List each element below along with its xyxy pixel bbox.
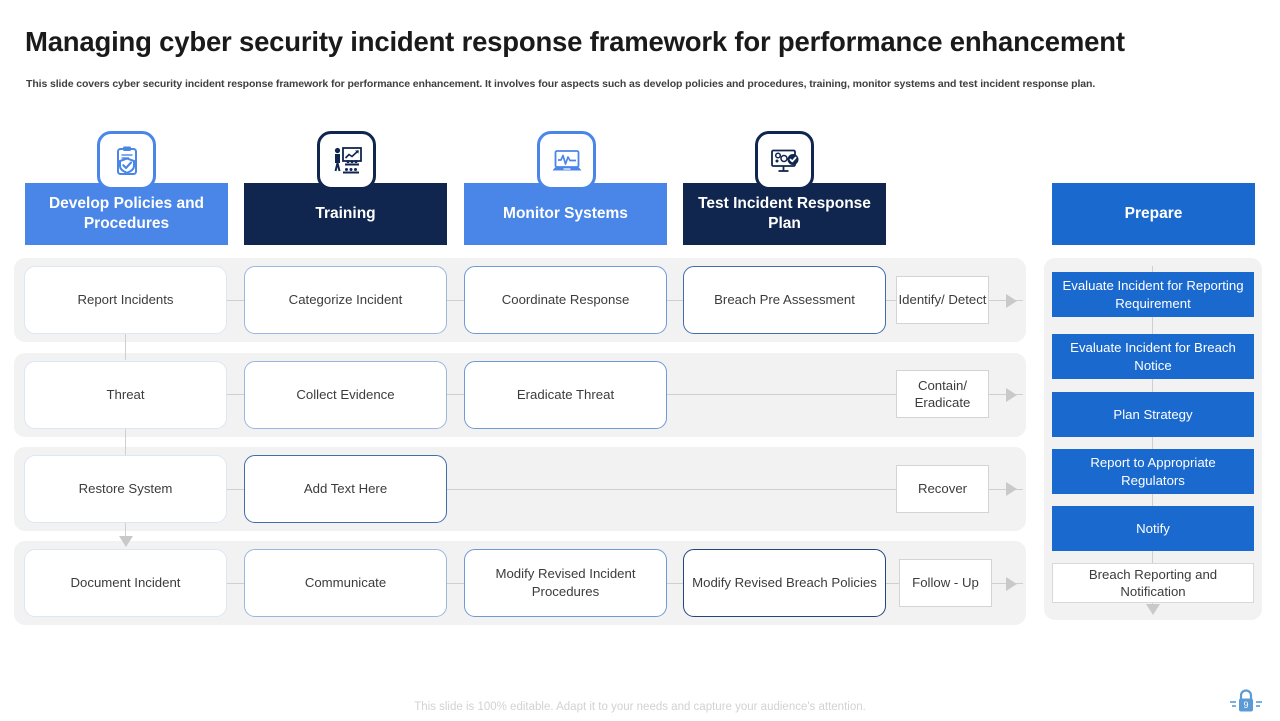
prepare-item[interactable]: Evaluate Incident for Reporting Requirem…	[1052, 272, 1254, 317]
logo-number: 9	[1243, 700, 1248, 710]
connector-line	[885, 300, 897, 301]
step-box[interactable]: Modify Revised Incident Procedures	[464, 549, 667, 617]
step-box[interactable]: Breach Pre Assessment	[683, 266, 886, 334]
stage-label-recover: Recover	[896, 465, 989, 513]
laptop-monitoring-icon	[537, 131, 596, 190]
step-box[interactable]: Add Text Here	[244, 455, 447, 523]
step-box[interactable]: Threat	[24, 361, 227, 429]
connector-line	[226, 583, 246, 584]
connector-line	[665, 583, 685, 584]
connector-line-vertical	[125, 429, 126, 455]
prepare-item[interactable]: Breach Reporting and Notification	[1052, 563, 1254, 603]
stage-label-follow-up: Follow - Up	[899, 559, 992, 607]
connector-line-vertical	[125, 334, 126, 360]
clipboard-shield-icon	[97, 131, 156, 190]
step-box[interactable]: Eradicate Threat	[464, 361, 667, 429]
padlock-logo-icon: 9	[1226, 686, 1266, 716]
stage-label-contain-eradicate: Contain/ Eradicate	[896, 370, 989, 418]
connector-line	[226, 394, 246, 395]
prepare-item[interactable]: Notify	[1052, 506, 1254, 551]
page-subtitle: This slide covers cyber security inciden…	[26, 78, 1096, 90]
connector-line	[665, 300, 685, 301]
presentation-training-icon	[317, 131, 376, 190]
step-box[interactable]: Report Incidents	[24, 266, 227, 334]
connector-line	[446, 489, 896, 490]
connector-line	[446, 300, 466, 301]
step-box[interactable]: Restore System	[24, 455, 227, 523]
connector-line	[226, 489, 246, 490]
prepare-item[interactable]: Evaluate Incident for Breach Notice	[1052, 334, 1254, 379]
arrow-right-icon	[1006, 388, 1017, 402]
column-header-label: Develop Policies and Procedures	[48, 194, 205, 232]
arrow-down-icon	[1146, 604, 1160, 615]
column-header-label: Training	[315, 204, 376, 222]
arrow-right-icon	[1006, 577, 1017, 591]
page-title: Managing cyber security incident respons…	[25, 26, 1125, 57]
step-box[interactable]: Document Incident	[24, 549, 227, 617]
connector-line	[226, 300, 246, 301]
connector-line	[665, 394, 896, 395]
step-box[interactable]: Collect Evidence	[244, 361, 447, 429]
step-box[interactable]: Coordinate Response	[464, 266, 667, 334]
arrow-right-icon	[1006, 482, 1017, 496]
arrow-down-icon	[119, 536, 133, 547]
column-header-develop-policies[interactable]: Develop Policies and Procedures	[25, 183, 228, 245]
step-box[interactable]: Modify Revised Breach Policies	[683, 549, 886, 617]
step-box[interactable]: Categorize Incident	[244, 266, 447, 334]
prepare-item[interactable]: Plan Strategy	[1052, 392, 1254, 437]
column-header-test-incident-response-plan[interactable]: Test Incident Response Plan	[683, 183, 886, 245]
column-header-training[interactable]: Training	[244, 183, 447, 245]
monitor-gears-check-icon	[755, 131, 814, 190]
connector-line	[885, 583, 900, 584]
step-box[interactable]: Communicate	[244, 549, 447, 617]
column-header-monitor-systems[interactable]: Monitor Systems	[464, 183, 667, 245]
connector-line	[446, 394, 466, 395]
connector-line-vertical	[125, 523, 126, 543]
column-header-label: Monitor Systems	[503, 204, 628, 222]
connector-line	[446, 583, 466, 584]
footer-note: This slide is 100% editable. Adapt it to…	[414, 701, 866, 713]
stage-label-identify-detect: Identify/ Detect	[896, 276, 989, 324]
prepare-item[interactable]: Report to Appropriate Regulators	[1052, 449, 1254, 494]
column-header-label: Prepare	[1124, 204, 1183, 222]
column-header-label: Test Incident Response Plan	[698, 194, 871, 232]
prepare-band	[1044, 258, 1262, 620]
arrow-right-icon	[1006, 294, 1017, 308]
column-header-prepare[interactable]: Prepare	[1052, 183, 1255, 245]
